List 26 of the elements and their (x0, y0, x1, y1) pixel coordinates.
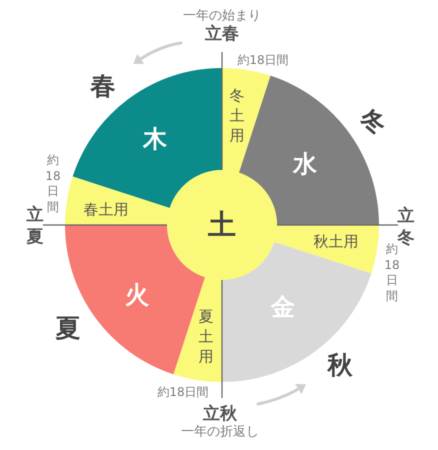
duration-label: 約18日間 (384, 242, 400, 304)
solar-term-label: 立冬 (398, 204, 414, 248)
note-text: 一年の折返し (181, 426, 259, 440)
solar-term-label: 立春 (205, 25, 239, 45)
period-label: 冬土用 (230, 86, 244, 146)
season-label: 春 (90, 72, 116, 102)
duration-label: 約18日間 (157, 386, 209, 400)
pie-sector (173, 277, 223, 382)
pie-sector (65, 176, 170, 226)
solar-term-label: 立夏 (26, 204, 44, 248)
season-label: 冬 (357, 105, 389, 139)
pie-sector (274, 225, 379, 274)
element-label: 木 (143, 126, 167, 154)
element-label: 水 (293, 151, 317, 179)
solar-term-label: 立秋 (203, 405, 237, 424)
period-label: 春土用 (84, 201, 128, 219)
note-text: 一年の始まり (183, 10, 261, 24)
duration-label: 約18日間 (44, 152, 62, 216)
duration-label: 約18日間 (237, 54, 289, 68)
season-label: 秋 (328, 352, 352, 380)
element-label: 火 (125, 282, 149, 310)
season-label: 夏 (56, 314, 80, 344)
element-label: 土 (208, 208, 236, 242)
period-label: 夏土用 (198, 307, 214, 367)
period-label: 秋土用 (314, 233, 358, 251)
pie-sector (222, 68, 271, 173)
